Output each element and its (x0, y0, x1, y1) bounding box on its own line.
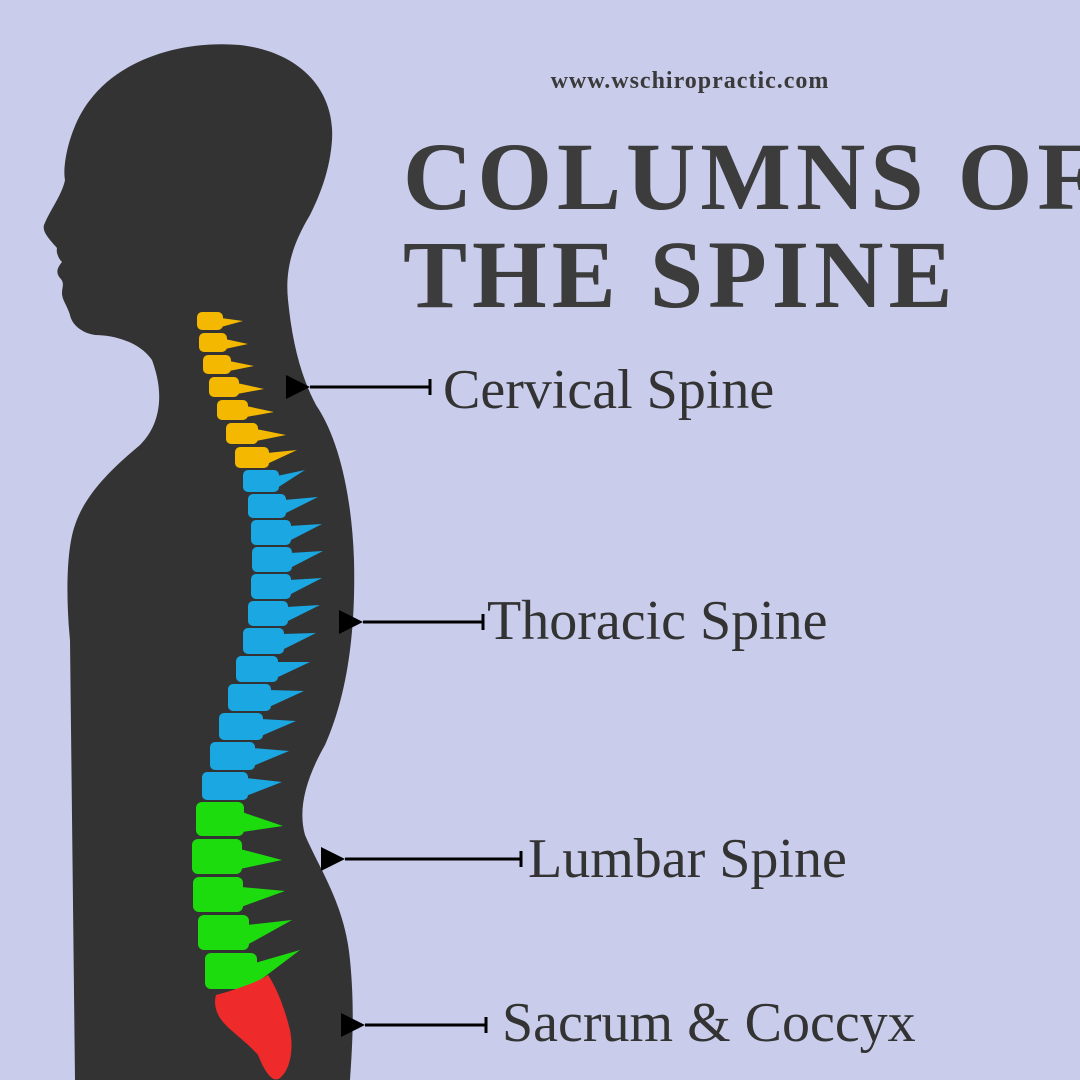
vertebra-l4 (198, 915, 292, 950)
vertebra-t5 (251, 574, 322, 599)
vertebra-t4 (252, 547, 323, 572)
lumbar-spine-label: Lumbar Spine (528, 828, 847, 890)
vertebra-c1 (197, 312, 243, 330)
vertebra-c3 (203, 355, 254, 374)
vertebra-l3 (193, 877, 285, 912)
page-title: COLUMNS OF THE SPINE (403, 128, 1080, 324)
vertebra-l5 (205, 950, 300, 989)
vertebra-t1 (243, 470, 305, 492)
thoracic-spine-label: Thoracic Spine (487, 590, 828, 652)
sacrum-coccyx (215, 975, 292, 1080)
sacrum-coccyx-label: Sacrum & Coccyx (502, 992, 916, 1054)
vertebra-t7 (243, 628, 316, 654)
vertebra-l1 (196, 802, 283, 836)
vertebra-t2 (248, 494, 318, 518)
vertebra-c7 (235, 447, 297, 468)
vertebra-t10 (219, 713, 296, 740)
vertebra-c5 (217, 400, 274, 420)
vertebra-c2 (199, 333, 248, 352)
vertebra-l2 (192, 839, 282, 874)
title-line-2: THE SPINE (403, 221, 958, 328)
vertebra-t11 (210, 742, 289, 770)
lumbar-vertebrae (192, 802, 300, 989)
website-url: www.wschiropractic.com (550, 68, 830, 94)
arrows (286, 375, 523, 1037)
vertebra-t9 (228, 684, 304, 711)
cervical-spine-label: Cervical Spine (443, 359, 775, 421)
vertebra-t12 (202, 772, 282, 800)
vertebra-t8 (236, 656, 310, 682)
vertebra-c6 (226, 423, 286, 444)
vertebra-t6 (248, 601, 320, 626)
vertebra-c4 (209, 377, 264, 397)
body-silhouette (43, 44, 355, 1080)
vertebra-t3 (251, 520, 322, 545)
title-line-1: COLUMNS OF (403, 123, 1080, 230)
thoracic-vertebrae (202, 470, 323, 800)
cervical-vertebrae (197, 312, 297, 468)
